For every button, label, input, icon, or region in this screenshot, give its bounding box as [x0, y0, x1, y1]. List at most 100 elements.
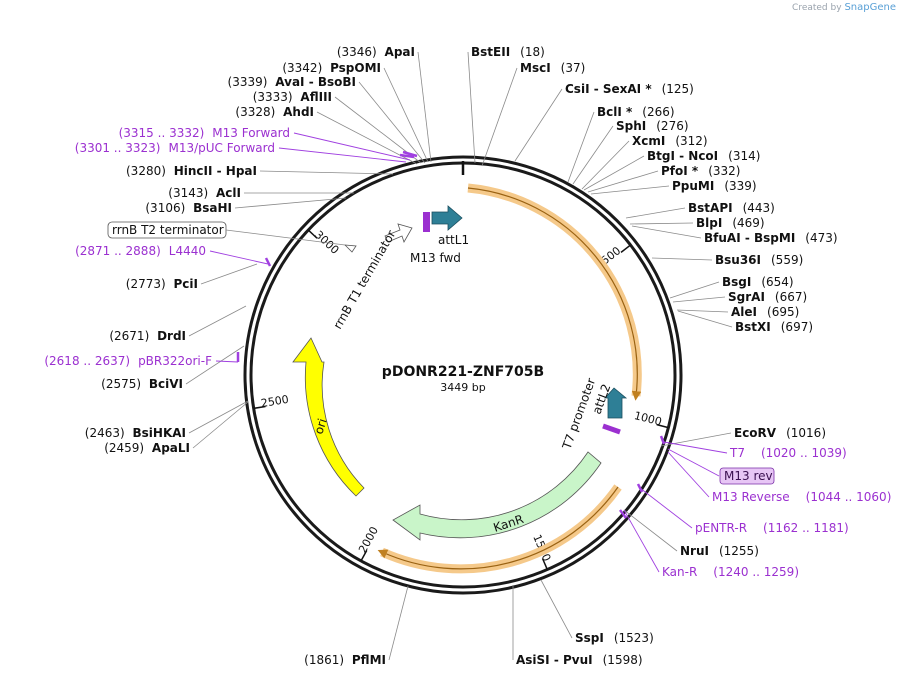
tick-mark [253, 405, 266, 410]
primer-leader [215, 360, 239, 363]
primer-leader [278, 147, 407, 163]
enzyme-label-right[interactable]: BstEII(18) [471, 45, 545, 59]
enzyme-label-left[interactable]: (2575) BciVI [101, 377, 183, 391]
plasmid-size: 3449 bp [440, 381, 485, 394]
enzyme-label-right[interactable]: AsiSI - PvuI(1598) [516, 653, 643, 667]
enzyme-label-right[interactable]: BtgI - NcoI(314) [647, 149, 760, 163]
kan-arc [377, 486, 619, 570]
primer-labels: (3315 .. 3332) M13 Forward(3301 .. 3323)M… [44, 126, 891, 579]
enzyme-label-right[interactable]: BlpI(469) [696, 216, 765, 230]
enzyme-label-right[interactable]: NruI(1255) [680, 544, 759, 558]
enzyme-leader [677, 310, 733, 328]
enzyme-name: DrdI [157, 329, 186, 343]
enzyme-name: HincII - HpaI [174, 164, 257, 178]
enzyme-leader [481, 67, 518, 167]
enzyme-label-left[interactable]: (2773) PciI [126, 277, 198, 291]
enzyme-name: BciVI [149, 377, 183, 391]
primer-range: (3315 .. 3332) [119, 126, 205, 140]
tick-mark [541, 558, 548, 570]
enzyme-label-right[interactable]: BfuAI - BspMI(473) [704, 231, 838, 245]
enzyme-leader [192, 401, 249, 449]
enzyme-leader [567, 111, 595, 183]
enzyme-position: (2459) [104, 441, 148, 455]
kanr-feature[interactable] [392, 451, 602, 541]
enzyme-label-left[interactable]: (3342) PspOMI [282, 61, 381, 75]
left-enzyme-labels: (3346) ApaI (3342) PspOMI(3339) AvaI - Bs… [85, 45, 432, 667]
enzyme-label-left[interactable]: (3328) AhdI [235, 105, 314, 119]
enzyme-label-right[interactable]: BstAPI(443) [688, 201, 775, 215]
primer-label[interactable]: pENTR-R(1162 .. 1181) [695, 521, 849, 535]
enzyme-name: BtgI - NcoI [647, 149, 718, 163]
enzyme-label-left[interactable]: (3346) ApaI [337, 45, 415, 59]
t7-promoter-label: T7 promoter [559, 376, 598, 452]
primer-mark [619, 509, 627, 519]
primer-label[interactable]: (3301 .. 3323)M13/pUC Forward [75, 141, 275, 155]
enzyme-label-right[interactable]: SgrAI (667) [728, 290, 807, 304]
m13-fwd-label: M13 fwd [410, 251, 461, 265]
enzyme-name: SgrAI [728, 290, 765, 304]
enzyme-label-right[interactable]: XcmI(312) [632, 134, 708, 148]
enzyme-label-left[interactable]: (1861) PflMI [304, 653, 386, 667]
enzyme-label-right[interactable]: MscI(37) [520, 61, 585, 75]
primer-label[interactable]: (2871 .. 2888)L4440 [75, 244, 206, 258]
enzyme-name: AvaI - BsoBI [275, 75, 356, 89]
enzyme-label-right[interactable]: EcoRV(1016) [734, 426, 826, 440]
enzyme-name: NruI [680, 544, 709, 558]
enzyme-position: (2463) [85, 426, 129, 440]
enzyme-leader [467, 51, 476, 164]
enzyme-label-right[interactable]: SspI(1523) [575, 631, 654, 645]
enzyme-position: (667) [775, 290, 807, 304]
enzyme-label-left[interactable]: (3333) AflIII [253, 90, 332, 104]
enzyme-label-right[interactable]: PpuMI(339) [672, 179, 757, 193]
enzyme-name: AleI [731, 305, 757, 319]
enzyme-position: (3280) [126, 164, 170, 178]
enzyme-label-right[interactable]: BclI *(266) [597, 105, 675, 119]
enzyme-label-right[interactable]: BsgI(654) [722, 275, 794, 289]
enzyme-label-right[interactable]: SphI(276) [616, 119, 689, 133]
enzyme-label-right[interactable]: PfoI *(332) [661, 164, 740, 178]
enzyme-position: (1523) [614, 631, 654, 645]
enzyme-label-right[interactable]: BstXI(697) [735, 320, 813, 334]
enzyme-leader [590, 185, 670, 195]
primer-label[interactable]: T7(1020 .. 1039) [729, 446, 847, 460]
enzyme-label-right[interactable]: CsiI - SexAI *(125) [565, 82, 694, 96]
tick-mark [307, 229, 318, 239]
t7-promoter-feature[interactable] [602, 423, 621, 435]
enzyme-label-left[interactable]: (2463) BsiHKAI [85, 426, 186, 440]
primer-label[interactable]: Kan-R(1240 .. 1259) [662, 565, 799, 579]
primer-label[interactable]: M13 Reverse(1044 .. 1060) [712, 490, 891, 504]
m13-rev-box[interactable] [719, 467, 775, 485]
primer-leader [667, 448, 720, 477]
enzyme-name: Bsu36I [715, 253, 761, 267]
ori-feature[interactable] [292, 337, 365, 497]
primer-leader [209, 250, 269, 265]
enzyme-label-right[interactable]: AleI(695) [731, 305, 799, 319]
primer-leader [667, 451, 710, 498]
attl1-arrow[interactable] [431, 205, 463, 231]
m13-fwd-feature[interactable] [423, 212, 430, 232]
primer-mark [402, 150, 418, 158]
primer-label[interactable]: (3315 .. 3332) M13 Forward [119, 126, 290, 140]
right-enzyme-labels: BstEII(18) MscI(37) CsiI - SexAI *(125) Bcl… [467, 45, 838, 667]
enzyme-position: (443) [743, 201, 775, 215]
primer-label[interactable]: (2618 .. 2637)pBR322ori-F [44, 354, 212, 368]
insert-arc-1 [467, 187, 642, 401]
rrnb-t1-arrow[interactable] [384, 223, 413, 243]
enzyme-position: (2671) [109, 329, 153, 343]
enzyme-label-left[interactable]: (3280) HincII - HpaI [126, 164, 257, 178]
enzyme-name: PflMI [352, 653, 386, 667]
enzyme-leader [200, 263, 258, 285]
enzyme-label-left[interactable]: (2459) ApaLI [104, 441, 190, 455]
primer-label[interactable]: M13 rev [724, 469, 773, 483]
enzyme-leader [383, 67, 429, 163]
enzyme-label-left[interactable]: (3106) BsaHI [145, 201, 232, 215]
enzyme-name: AclI [216, 186, 241, 200]
primer-name: M13 Forward [212, 126, 290, 140]
enzyme-label-left[interactable]: (2671) DrdI [109, 329, 186, 343]
attl2-arrow[interactable] [604, 387, 628, 419]
enzyme-label-left[interactable]: (3339) AvaI - BsoBI [228, 75, 356, 89]
enzyme-name: PspOMI [330, 61, 381, 75]
enzyme-leader [388, 585, 409, 661]
enzyme-label-left[interactable]: (3143) AclI [168, 186, 241, 200]
enzyme-label-right[interactable]: Bsu36I(559) [715, 253, 803, 267]
